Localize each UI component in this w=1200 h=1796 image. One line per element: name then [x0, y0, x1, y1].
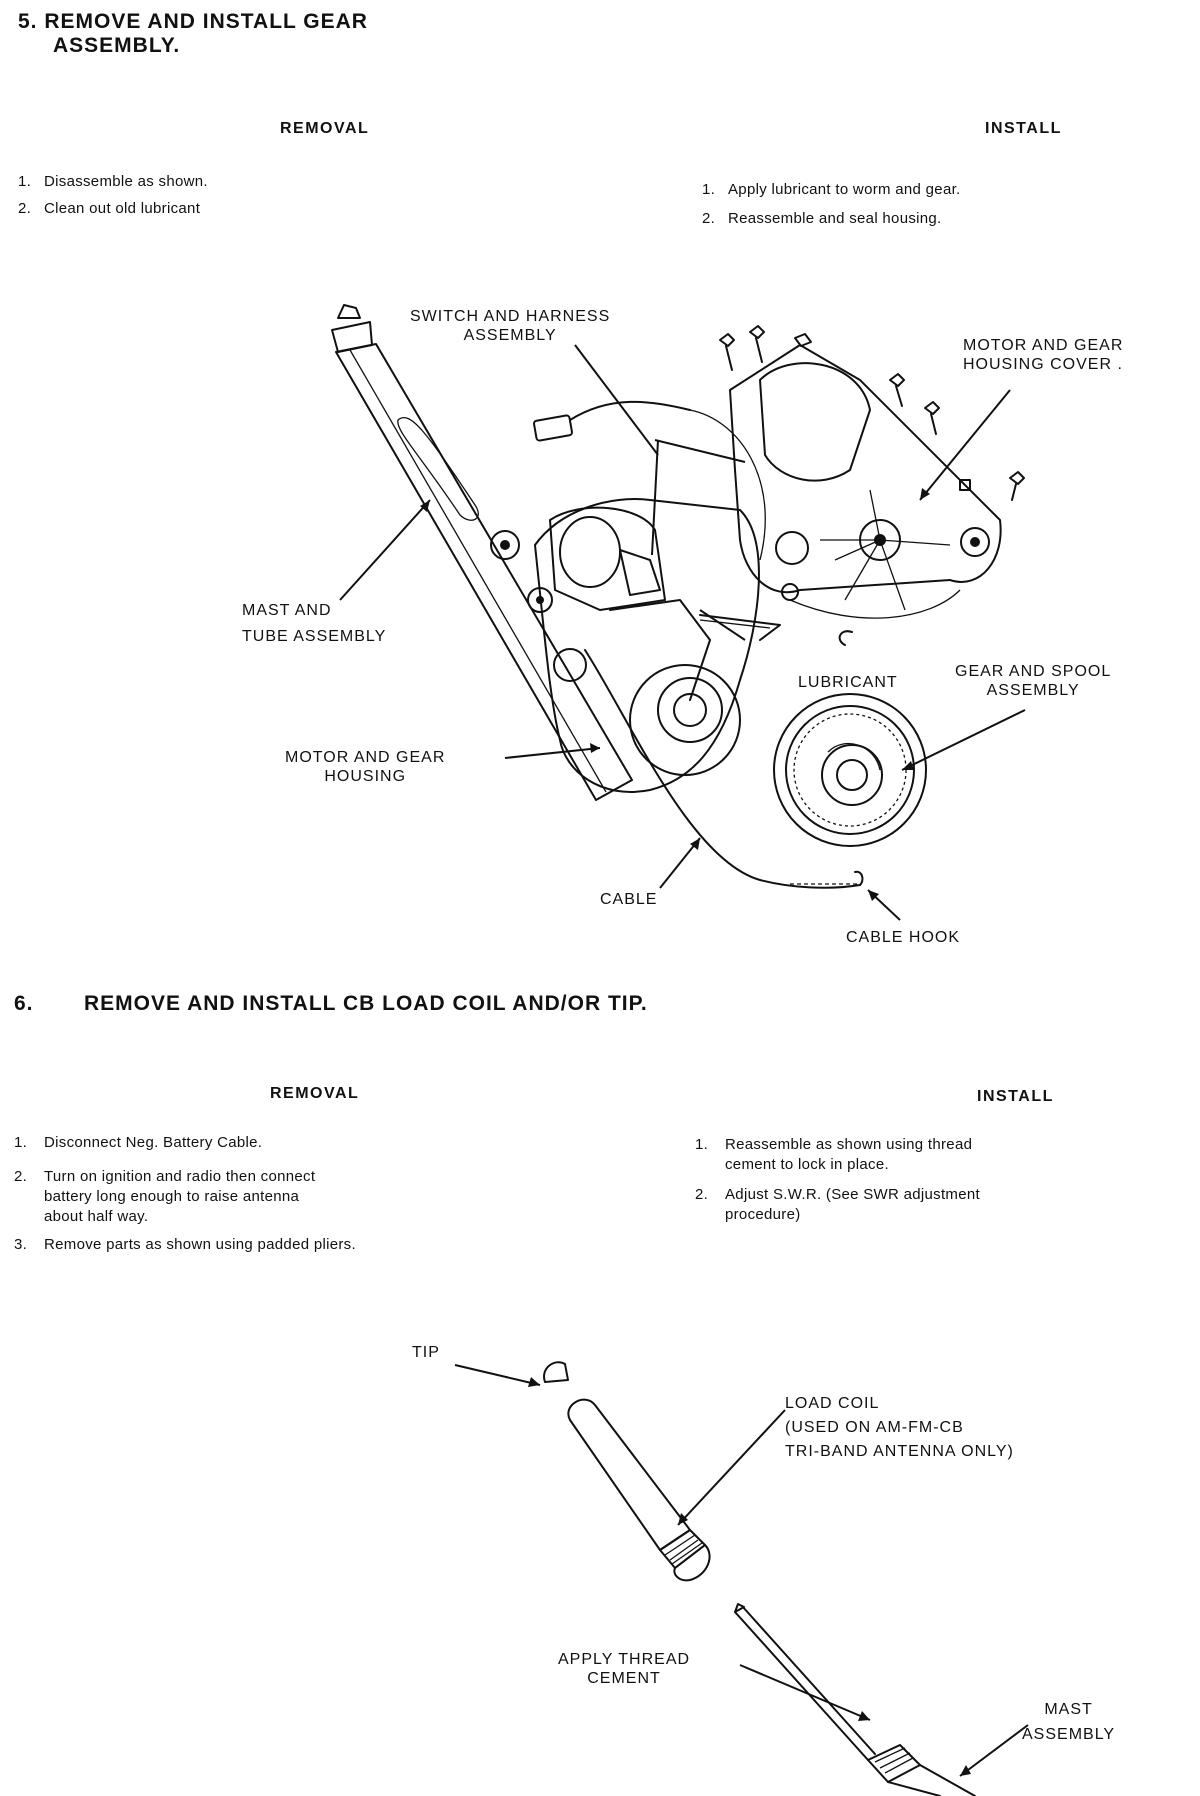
screws-drawing — [719, 325, 1025, 646]
mast-rod-drawing — [734, 1603, 976, 1796]
mast-tube-drawing — [331, 304, 633, 801]
label-cable-hook: CABLE HOOK — [846, 929, 961, 946]
section5-heading: 5. REMOVE AND INSTALL GEAR ASSEMBLY. — [18, 10, 368, 58]
section6-install-step-1: 1. Reassemble as shown using thread ceme… — [695, 1136, 973, 1173]
section5-removal-step-1: 1.Disassemble as shown. — [18, 173, 208, 190]
section5-heading-line1: 5. REMOVE AND INSTALL GEAR — [18, 10, 368, 33]
leader-arrows — [339, 344, 1026, 921]
section5-heading-line2: ASSEMBLY. — [53, 34, 181, 57]
label-lubricant: LUBRICANT — [798, 674, 898, 691]
section6-install-steps: 1. Reassemble as shown using thread ceme… — [695, 1135, 980, 1225]
label-motor-gear-housing-cover: MOTOR AND GEAR HOUSING COVER . — [963, 337, 1124, 373]
section6-removal-step-3: 3.Remove parts as shown using padded pli… — [14, 1236, 356, 1253]
tip-drawing — [543, 1361, 569, 1383]
section6-removal-steps: 1.Disconnect Neg. Battery Cable. 2. Turn… — [14, 1133, 356, 1255]
label-apply-thread-cement: APPLY THREAD CEMENT — [558, 1651, 691, 1687]
label-mast-tube-assembly: MAST AND TUBE ASSEMBLY — [242, 602, 387, 645]
section6-number: 6. — [14, 992, 34, 1015]
gear-assembly-diagram — [331, 304, 1026, 921]
section6-removal-step-2: 2. Turn on ignition and radio then conne… — [14, 1168, 316, 1225]
section6-removal-step-1: 1.Disconnect Neg. Battery Cable. — [14, 1134, 263, 1151]
section6-install-step-2: 2. Adjust S.W.R. (See SWR adjustment pro… — [695, 1186, 980, 1223]
motor-gear-housing-drawing — [534, 498, 781, 793]
label-tip: TIP — [412, 1344, 440, 1361]
label-load-coil: LOAD COIL (USED ON AM-FM-CB TRI-BAND ANT… — [785, 1395, 1014, 1460]
section5-install-steps: 1.Apply lubricant to worm and gear. 2.Re… — [702, 180, 961, 229]
section6-heading: REMOVE AND INSTALL CB LOAD COIL AND/OR T… — [84, 992, 648, 1015]
section6-install-title: INSTALL — [977, 1088, 1054, 1105]
housing-cover-drawing — [729, 344, 1002, 619]
section5-install-step-2: 2.Reassemble and seal housing. — [702, 210, 942, 227]
label-mast-assembly: MAST ASSEMBLY — [1022, 1701, 1116, 1743]
label-switch-harness: SWITCH AND HARNESS ASSEMBLY — [410, 308, 611, 344]
section5-removal-steps: 1.Disassemble as shown. 2.Clean out old … — [18, 172, 208, 219]
section6-removal-title: REMOVAL — [270, 1085, 360, 1102]
label-motor-gear-housing: MOTOR AND GEAR HOUSING — [285, 749, 446, 785]
cable-drawing — [584, 649, 864, 889]
section5-removal-step-2: 2.Clean out old lubricant — [18, 200, 201, 217]
section5-install-title: INSTALL — [985, 120, 1062, 137]
switch-harness-drawing — [533, 400, 766, 596]
label-gear-spool-assembly: GEAR AND SPOOL ASSEMBLY — [955, 663, 1112, 699]
section5-removal-title: REMOVAL — [280, 120, 370, 137]
section5-install-step-1: 1.Apply lubricant to worm and gear. — [702, 181, 961, 198]
load-coil-drawing — [567, 1398, 711, 1582]
label-cable: CABLE — [600, 891, 658, 908]
